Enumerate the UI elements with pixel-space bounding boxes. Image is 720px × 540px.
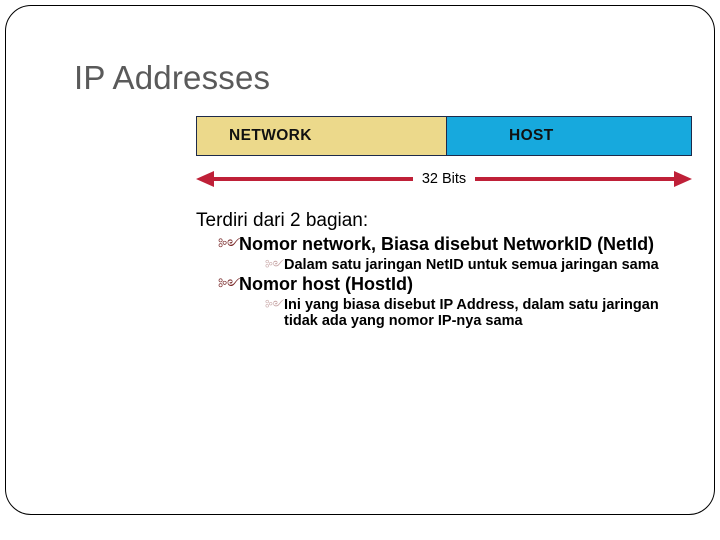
network-segment: NETWORK <box>197 117 446 155</box>
list-item-label: Ini yang biasa disebut IP Address, dalam… <box>284 296 659 330</box>
arrow-left-icon <box>196 171 214 187</box>
bullet-list-level2: ༻ Dalam satu jaringan NetID untuk semua … <box>239 257 688 274</box>
arrow-left-line <box>214 177 413 181</box>
bullet-ornament-icon: ༻ <box>265 257 285 272</box>
bit-count-label: 32 Bits <box>421 171 467 187</box>
list-item: ༻ Nomor host (HostId) ༻ Ini yang biasa d… <box>218 274 688 330</box>
list-item-label: Nomor host (HostId) <box>239 274 413 294</box>
arrow-right-line <box>475 177 674 181</box>
list-item: ༻ Dalam satu jaringan NetID untuk semua … <box>265 257 688 274</box>
measure-arrow-left <box>196 169 413 189</box>
list-item-label: Dalam satu jaringan NetID untuk semua ja… <box>284 256 659 273</box>
bullet-ornament-icon: ༻ <box>218 277 241 293</box>
list-item: ༻ Ini yang biasa disebut IP Address, dal… <box>265 297 688 330</box>
list-item-label: Nomor network, Biasa disebut NetworkID (… <box>239 234 655 254</box>
host-segment: HOST <box>446 117 691 155</box>
bullet-ornament-icon: ༻ <box>218 237 241 253</box>
arrow-right-icon <box>674 171 692 187</box>
ip-address-diagram: NETWORK HOST 32 Bits <box>196 116 692 200</box>
list-item: ༻ Nomor network, Biasa disebut NetworkID… <box>218 234 688 274</box>
bullet-list-level2: ༻ Ini yang biasa disebut IP Address, dal… <box>239 297 688 330</box>
body-lead-text: Terdiri dari 2 bagian: <box>196 210 369 231</box>
bullet-ornament-icon: ༻ <box>265 297 285 312</box>
page-title: IP Addresses <box>74 59 271 96</box>
bit-width-measure: 32 Bits <box>196 164 692 194</box>
host-segment-label: HOST <box>509 127 554 144</box>
bit-field-bar: NETWORK HOST <box>196 116 692 156</box>
measure-arrow-right <box>475 169 692 189</box>
network-segment-label: NETWORK <box>229 127 312 144</box>
bullet-list-level1: ༻ Nomor network, Biasa disebut NetworkID… <box>196 234 688 330</box>
slide-body: Terdiri dari 2 bagian: ༻ Nomor network, … <box>196 209 688 332</box>
